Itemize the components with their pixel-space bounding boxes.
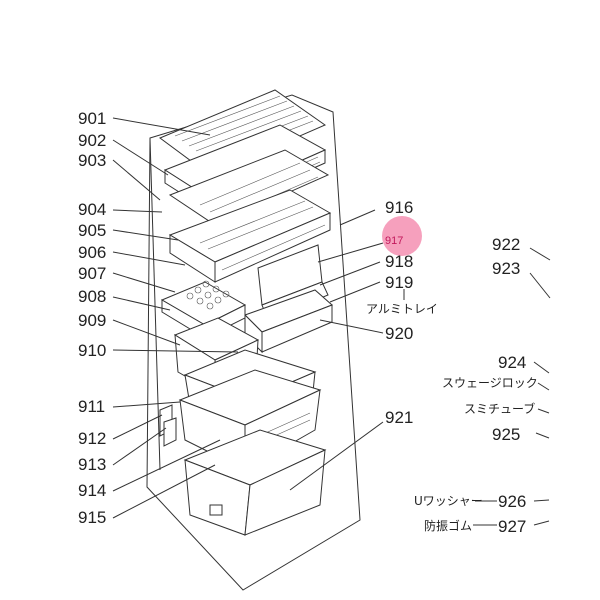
label-915: 915 [78, 508, 106, 527]
label-aluminum-tray: アルミトレイ [366, 302, 438, 316]
label-924: 924 [498, 353, 526, 372]
shelf-904 [168, 149, 330, 226]
label-917: 917 [385, 235, 403, 247]
label-sumi-tube: スミチューブ [464, 401, 535, 416]
leader-lines-left [112, 117, 239, 519]
label-911: 911 [78, 397, 105, 416]
label-908: 908 [78, 287, 106, 306]
right-labels: 922 923 924 スウェージロック スミチューブ 925 Uワッシャー 9… [414, 235, 538, 536]
label-u-washer: Uワッシャー [414, 494, 483, 508]
label-902: 902 [78, 131, 106, 150]
middle-labels: 916 918 919 アルミトレイ 920 921 [366, 198, 438, 427]
label-918: 918 [385, 252, 413, 271]
shelf-905 [168, 189, 332, 283]
label-903: 903 [78, 151, 106, 170]
label-906: 906 [78, 243, 106, 262]
label-920: 920 [385, 324, 413, 343]
label-swagelok: スウェージロック [442, 376, 538, 390]
label-914: 914 [78, 481, 106, 500]
label-921: 921 [385, 408, 413, 427]
leader-lines-middle [289, 209, 405, 491]
label-919: 919 [385, 273, 413, 292]
plate-913 [163, 417, 177, 447]
label-925: 925 [492, 425, 520, 444]
highlight-circle-917 [382, 216, 422, 256]
left-labels: 901 902 903 904 905 906 907 908 909 910 … [78, 109, 106, 527]
label-926: 926 [498, 492, 526, 511]
label-923: 923 [492, 259, 520, 278]
label-927: 927 [498, 517, 526, 536]
label-909: 909 [78, 311, 106, 330]
label-922: 922 [492, 235, 520, 254]
label-913: 913 [78, 455, 106, 474]
label-912: 912 [78, 429, 106, 448]
label-901: 901 [78, 109, 106, 128]
label-916: 916 [385, 198, 413, 217]
label-910: 910 [78, 341, 106, 360]
drawer-915 [183, 429, 327, 536]
label-907: 907 [78, 264, 106, 283]
leader-lines-right [473, 247, 551, 526]
label-anti-vibration-rubber: 防振ゴム [424, 518, 472, 533]
label-905: 905 [78, 221, 106, 240]
label-904: 904 [78, 200, 106, 219]
